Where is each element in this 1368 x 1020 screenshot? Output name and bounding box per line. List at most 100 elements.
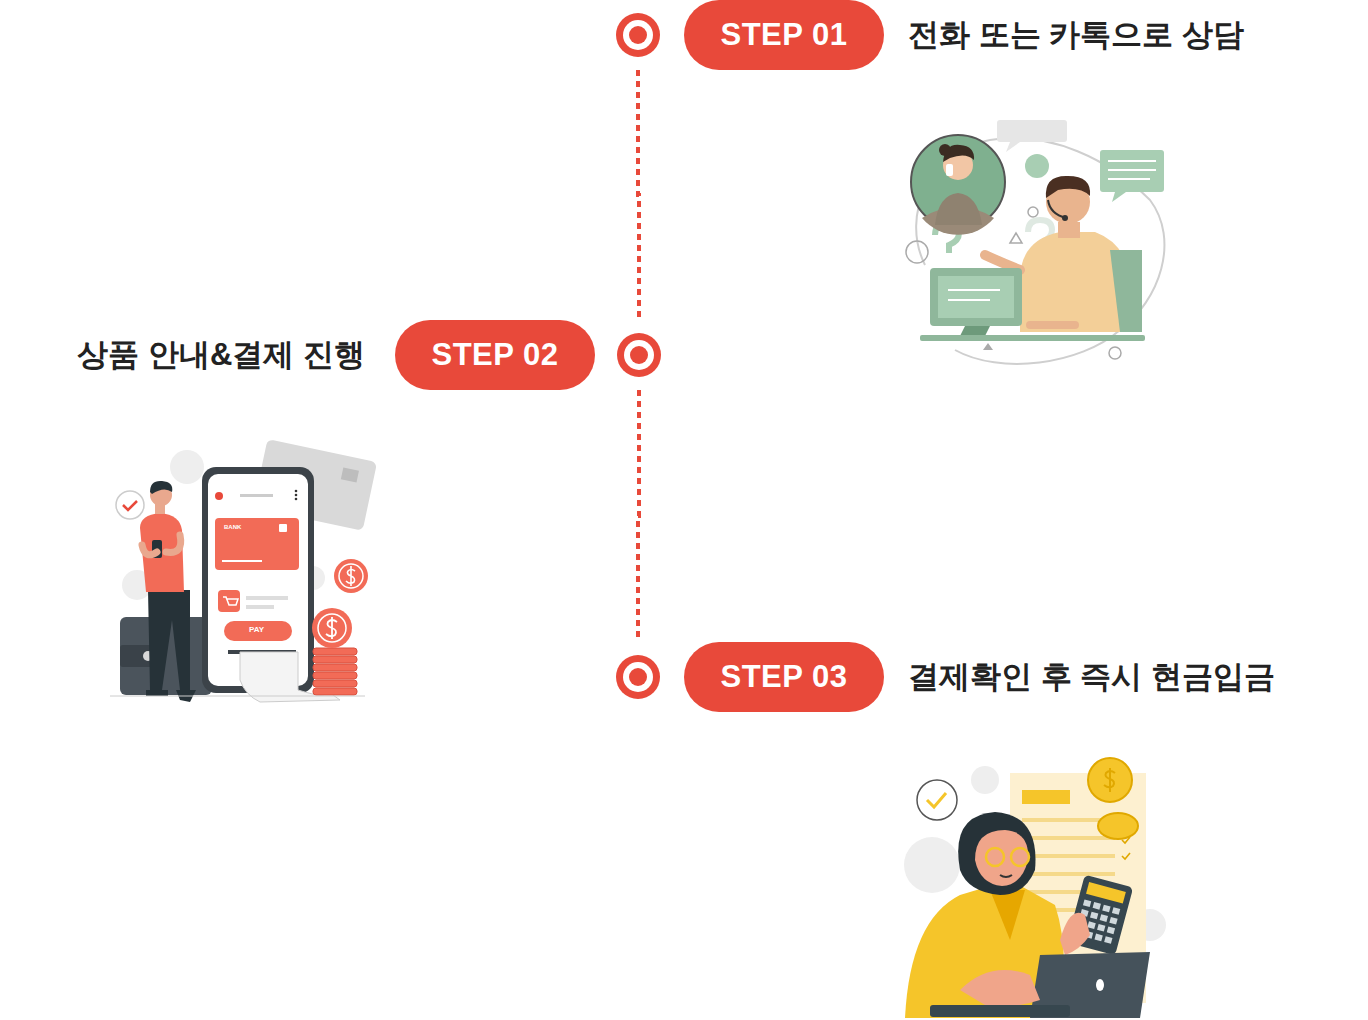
timeline-connector bbox=[638, 390, 639, 642]
deposit-illustration-part bbox=[1112, 907, 1120, 915]
payment-illustration-part bbox=[240, 494, 273, 497]
step-description: 상품 안내&결제 진행 bbox=[77, 320, 365, 390]
consultation-illustration-part bbox=[948, 289, 1000, 291]
consultation-illustration-part bbox=[1112, 192, 1126, 202]
payment-illustration-part bbox=[313, 672, 357, 679]
deposit-illustration-part bbox=[1022, 872, 1115, 876]
consultation-illustration-part bbox=[1108, 160, 1156, 162]
payment-illustration-part bbox=[313, 680, 357, 687]
consultation-illustration-part bbox=[946, 164, 953, 176]
consultation-illustration-part bbox=[948, 299, 990, 301]
payment-illustration-part bbox=[312, 608, 352, 648]
deposit-illustration-part bbox=[1104, 936, 1112, 944]
deposit-illustration-part bbox=[1022, 836, 1115, 840]
deposit-illustration-part bbox=[1088, 758, 1132, 802]
consultation-illustration-part bbox=[1025, 154, 1049, 178]
payment-illustration-part bbox=[140, 513, 184, 592]
consultation-illustration-part bbox=[1030, 321, 1075, 329]
deposit-illustration-part bbox=[1086, 882, 1126, 903]
deposit-illustration-part bbox=[1094, 934, 1102, 942]
marker-gap bbox=[623, 662, 653, 692]
marker-gap bbox=[624, 340, 654, 370]
payment-illustration-part bbox=[222, 560, 262, 562]
timeline-marker bbox=[614, 653, 662, 701]
payment-illustration-part bbox=[150, 481, 172, 494]
deposit-illustration-part bbox=[1102, 905, 1110, 913]
payment-illustration bbox=[110, 439, 377, 702]
payment-illustration-part bbox=[142, 545, 157, 555]
consultation-illustration-part bbox=[1110, 250, 1142, 332]
deposit-illustration bbox=[904, 758, 1166, 1018]
deposit-illustration-part bbox=[975, 830, 1028, 886]
consultation-illustration-part bbox=[935, 193, 982, 225]
deposit-illustration-part bbox=[1000, 875, 1012, 877]
deposit-illustration-part bbox=[1022, 790, 1070, 804]
step-badge: STEP 02 bbox=[395, 320, 595, 390]
payment-illustration-part bbox=[148, 590, 190, 690]
consultation-illustration-part bbox=[939, 144, 951, 156]
step-description: 결제확인 후 즉시 현금입금 bbox=[908, 642, 1275, 712]
payment-illustration-part bbox=[224, 621, 292, 641]
deposit-illustration-part bbox=[1097, 924, 1105, 932]
payment-illustration-part bbox=[295, 490, 298, 493]
deposit-illustration-part bbox=[904, 837, 960, 893]
consultation-illustration-part bbox=[1108, 161, 1156, 179]
payment-illustration-part bbox=[116, 491, 144, 519]
consultation-illustration-part bbox=[938, 276, 1014, 318]
consultation-illustration-part bbox=[1058, 222, 1080, 238]
deposit-illustration-part bbox=[1107, 927, 1115, 935]
deposit-illustration-part bbox=[958, 812, 1035, 895]
step-node: STEP 01전화 또는 카톡으로 상담 bbox=[614, 0, 884, 70]
deposit-illustration-part bbox=[1011, 848, 1029, 866]
payment-illustration-part bbox=[313, 688, 357, 695]
deposit-illustration-part bbox=[1100, 914, 1108, 922]
payment-illustration-part bbox=[279, 524, 287, 532]
payment-illustration-part bbox=[341, 467, 359, 482]
deposit-illustration-part bbox=[986, 848, 1004, 866]
consultation-illustration-part bbox=[1100, 150, 1164, 192]
consultation-illustration-part bbox=[1006, 142, 1020, 152]
payment-illustration-part bbox=[218, 590, 240, 612]
consultation-illustration-part bbox=[1108, 178, 1150, 180]
deposit-illustration-part bbox=[1104, 768, 1115, 792]
consultation-illustration-part bbox=[997, 120, 1067, 142]
consultation-illustration-part bbox=[911, 135, 1005, 229]
deposit-illustration-part bbox=[927, 793, 946, 807]
payment-illustration-part bbox=[110, 696, 365, 697]
consultation-illustration-part bbox=[930, 268, 1022, 326]
card-label: BANK bbox=[224, 524, 241, 530]
payment-illustration-part bbox=[313, 648, 357, 655]
deposit-illustration-part bbox=[1083, 899, 1091, 907]
payment-illustration-part bbox=[326, 617, 337, 639]
deposit-illustration-part bbox=[930, 1005, 1070, 1017]
payment-illustration-part bbox=[334, 559, 368, 593]
payment-illustration-part bbox=[339, 564, 363, 588]
deposit-illustration-part bbox=[1090, 912, 1098, 920]
marker-dot bbox=[629, 668, 647, 686]
step-badge: STEP 03 bbox=[684, 642, 884, 712]
consultation-illustration-part bbox=[1048, 200, 1066, 218]
payment-illustration-part bbox=[346, 566, 355, 586]
payment-illustration-part bbox=[318, 614, 346, 642]
consultation-illustration-part bbox=[1109, 347, 1121, 359]
deposit-illustration-part bbox=[1093, 902, 1101, 910]
consultation-illustration bbox=[906, 120, 1164, 364]
deposit-illustration-part bbox=[1122, 837, 1130, 859]
marker-ring bbox=[616, 655, 660, 699]
consultation-illustration-part bbox=[948, 290, 1000, 300]
consultation-illustration-part bbox=[1046, 176, 1090, 198]
consultation-illustration-part bbox=[985, 255, 1020, 270]
timeline-marker bbox=[614, 11, 662, 59]
marker-ring bbox=[617, 333, 661, 377]
deposit-illustration-part bbox=[1096, 979, 1104, 991]
deposit-illustration-part bbox=[1022, 854, 1115, 858]
consultation-illustration-part bbox=[1028, 207, 1038, 217]
payment-illustration-part bbox=[246, 605, 274, 609]
deposit-illustration-part bbox=[960, 970, 1040, 1007]
payment-illustration-part bbox=[123, 501, 137, 510]
button-label: PAY bbox=[249, 625, 264, 634]
marker-gap bbox=[623, 20, 653, 50]
step-node: STEP 03결제확인 후 즉시 현금입금 bbox=[614, 642, 884, 712]
step-description: 전화 또는 카톡으로 상담 bbox=[908, 0, 1244, 70]
